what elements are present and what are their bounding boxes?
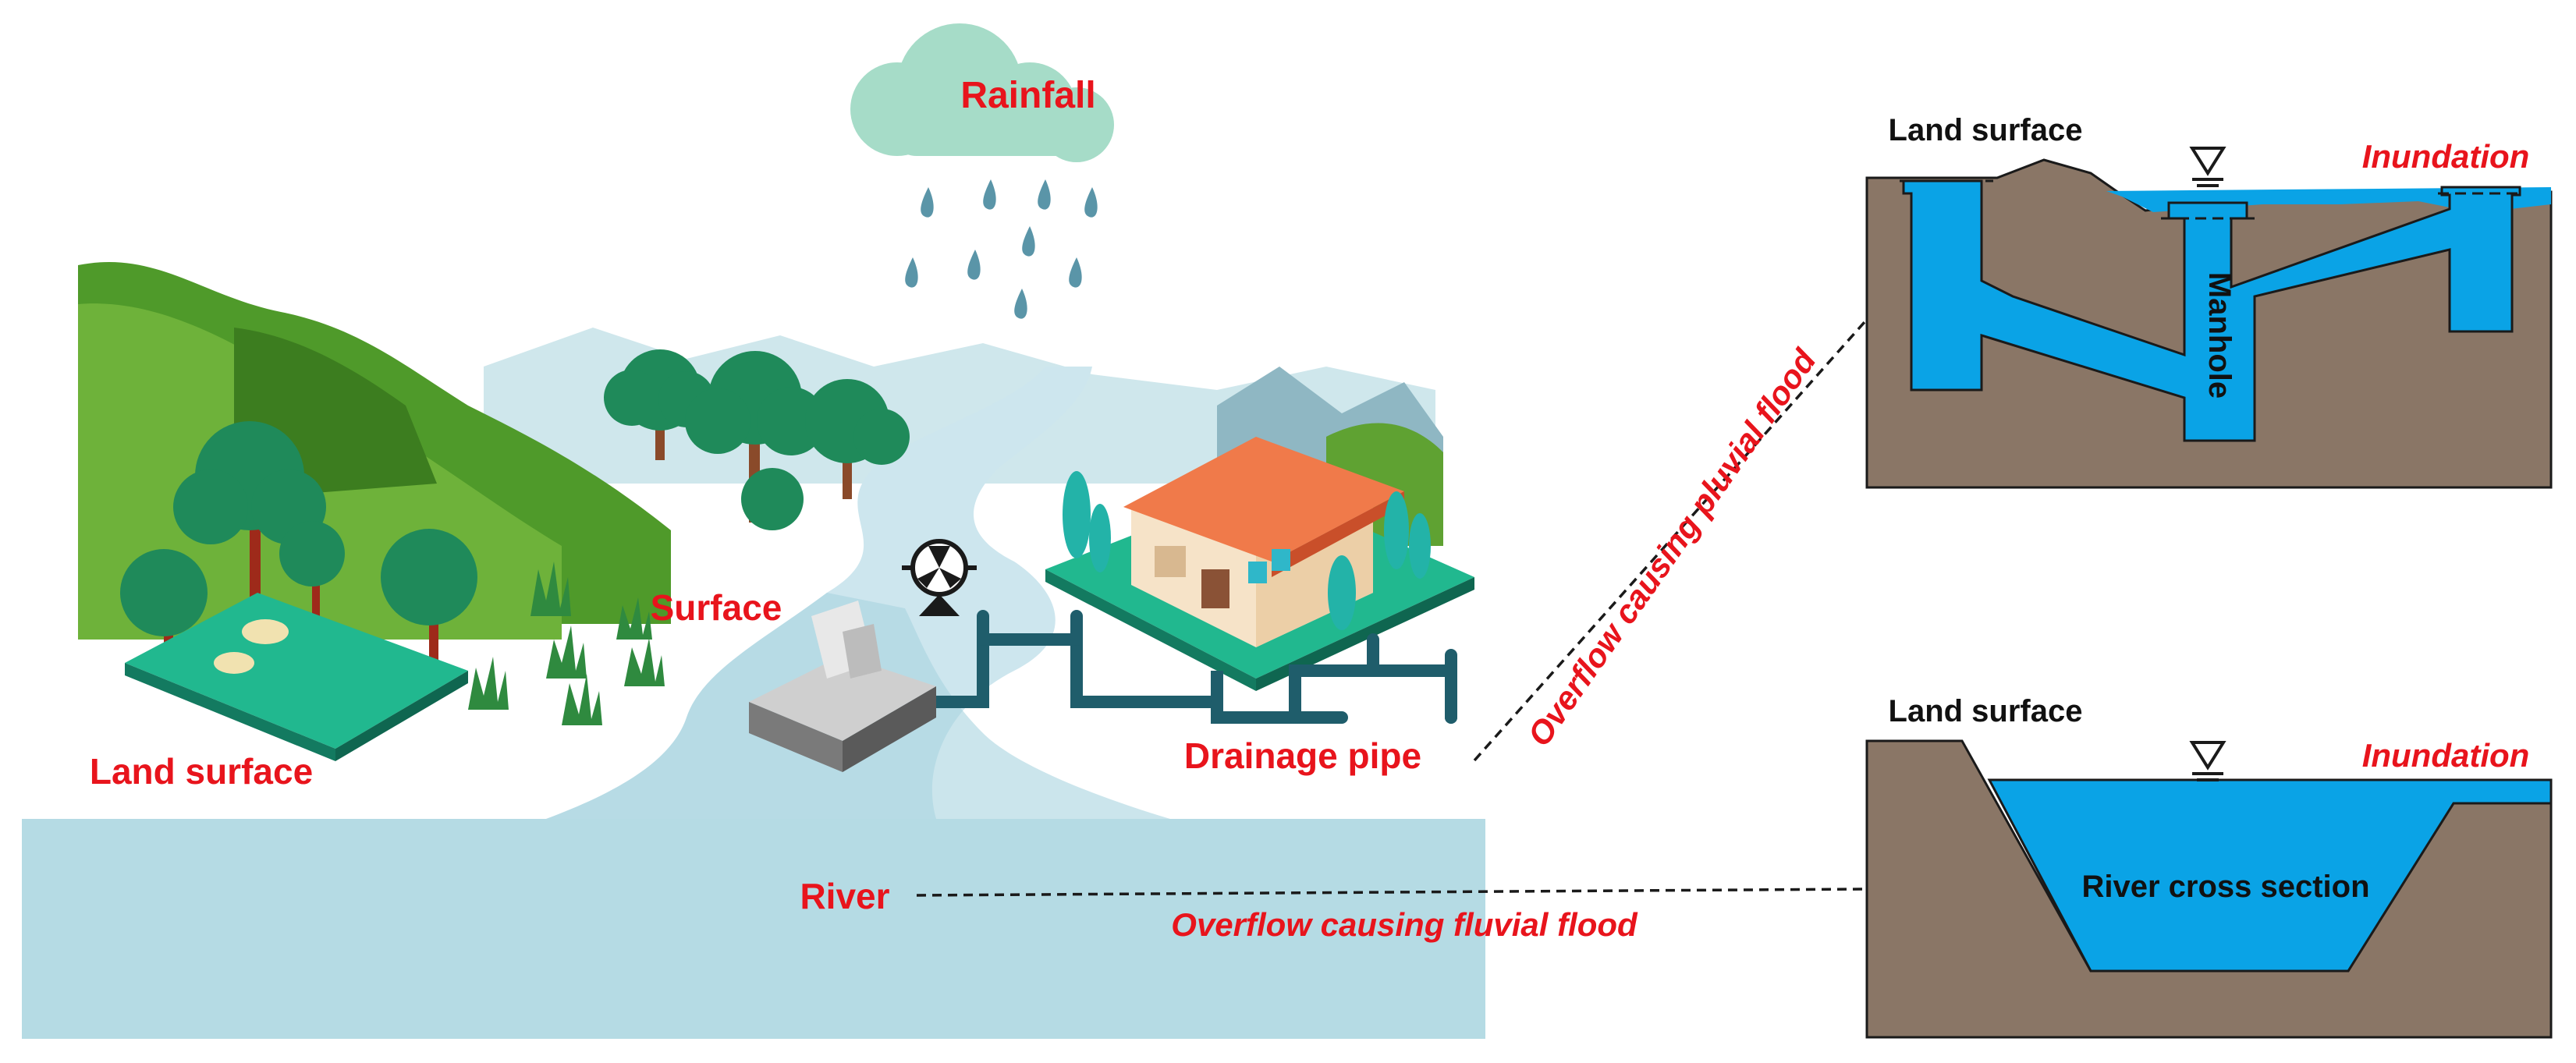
inundation-top-label: Inundation <box>2362 138 2530 175</box>
river-body <box>22 819 1485 1039</box>
surface-label: Surface <box>651 587 782 628</box>
fluvial-connector <box>916 888 1865 897</box>
pump-icon <box>902 539 977 616</box>
rainfall-label: Rainfall <box>960 75 1095 116</box>
drainage-pipe-network <box>930 610 1457 724</box>
land-surface-bottom-label: Land surface <box>1889 694 2083 728</box>
water-level-triangle-icon <box>2189 741 2227 781</box>
pluvial-connector <box>1473 321 1866 762</box>
cloud-icon <box>850 23 1114 162</box>
outfall-structure-icon <box>749 601 936 772</box>
tree-icon <box>805 379 910 499</box>
manhole-label: Manhole <box>2202 272 2237 399</box>
inundation-bottom-label: Inundation <box>2362 737 2530 774</box>
river-label: River <box>800 876 889 916</box>
cypress-trees <box>1063 471 1431 630</box>
land-surface-label: Land surface <box>90 751 313 792</box>
trees <box>120 349 910 671</box>
river-cross-section <box>1865 739 2553 1039</box>
tree-icon <box>685 351 825 499</box>
garden-platform <box>125 593 468 761</box>
tree-icon <box>604 349 715 460</box>
rain-drops <box>905 179 1098 319</box>
drainage-pipe-label: Drainage pipe <box>1184 735 1421 776</box>
tree-icon <box>381 529 477 663</box>
overflow-fluvial-label: Overflow causing fluvial flood <box>1171 906 1638 943</box>
manhole-cross-section <box>1865 147 2553 489</box>
land-surface-top-label: Land surface <box>1889 113 2083 147</box>
tree-icon <box>173 421 326 608</box>
river-cross-section-label: River cross section <box>2081 870 2369 904</box>
overflow-pluvial-label: Overflow causing pluvial flood <box>1520 342 1824 753</box>
water-level-triangle-icon <box>2189 147 2227 187</box>
house-icon <box>1045 437 1474 691</box>
tree-icon <box>741 468 804 530</box>
tree-icon <box>279 521 345 624</box>
grass <box>468 562 665 725</box>
